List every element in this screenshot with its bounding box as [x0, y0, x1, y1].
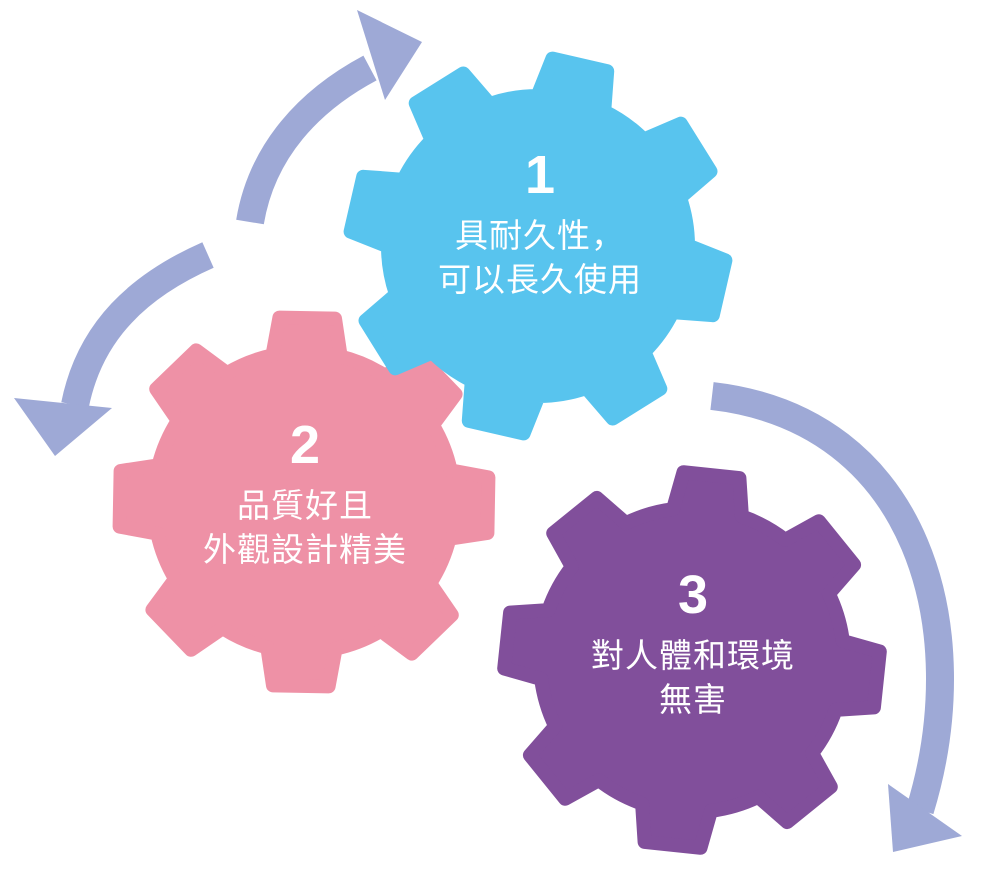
gear-2-label: 2 品質好且 外觀設計精美 [160, 418, 450, 571]
gear-2 [112, 310, 496, 694]
arrow-left [61, 242, 214, 409]
gear-1-label: 1 具耐久性， 可以長久使用 [400, 148, 680, 301]
gear-1 [343, 51, 733, 441]
arrow-top-head [357, 10, 422, 100]
gear-3-label: 3 對人體和環境 無害 [548, 568, 838, 721]
gear-1-line-2: 可以長久使用 [438, 259, 642, 299]
arrow-left-head [14, 398, 112, 456]
gear-1-line-1: 具耐久性， [455, 216, 625, 255]
gear-3 [497, 465, 887, 855]
arrow-top [236, 55, 377, 225]
gear-2-line-1: 品質好且 [237, 486, 373, 525]
gear-2-line-2: 外觀設計精美 [203, 529, 407, 569]
arrow-right-head [888, 784, 962, 852]
arrow-right [710, 382, 954, 815]
gear-2-number: 2 [289, 415, 321, 475]
gear-3-line-2: 無害 [659, 679, 727, 719]
gear-3-number: 3 [677, 565, 709, 625]
gear-1-number: 1 [524, 145, 556, 205]
cycle-arrows [14, 10, 962, 852]
gear-3-line-1: 對人體和環境 [591, 636, 795, 675]
